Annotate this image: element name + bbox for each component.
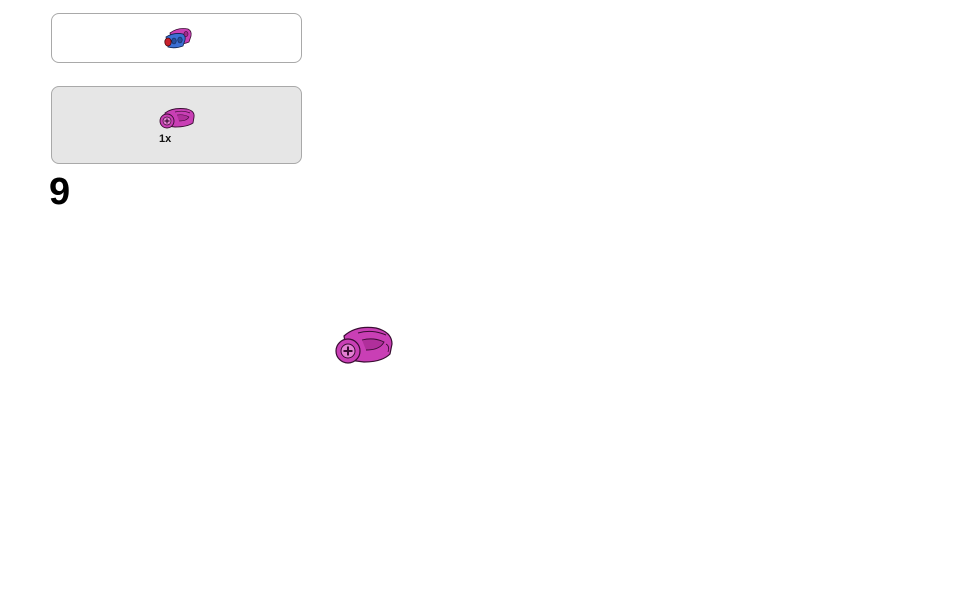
submodel-assembly-icon: [164, 28, 192, 49]
part-callout: 1x: [157, 105, 197, 155]
technic-pin-connector-icon: [335, 326, 393, 364]
step-number: 9: [49, 171, 71, 213]
submodel-preview-panel: [51, 13, 302, 63]
parts-list-panel: 1x: [51, 86, 302, 164]
part-quantity: 1x: [159, 133, 172, 145]
technic-pin-connector-icon: [159, 108, 195, 129]
build-area: [330, 322, 400, 378]
